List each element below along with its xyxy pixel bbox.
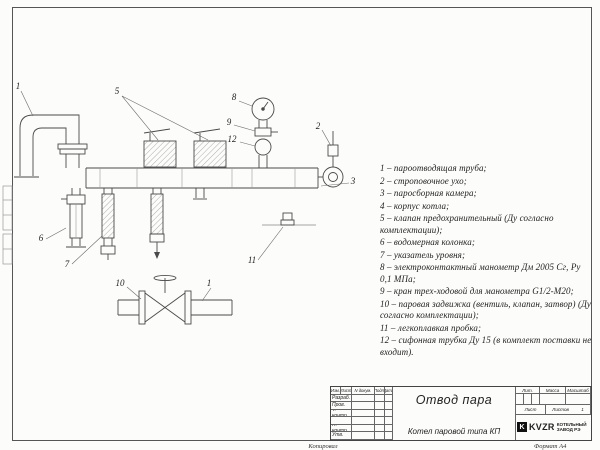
- column-header: N докум.: [352, 387, 375, 395]
- callout-label: 5: [114, 86, 120, 96]
- level-indicator: [100, 188, 116, 260]
- empty-cell: [375, 394, 385, 402]
- drawing-frame: [12, 7, 592, 441]
- sheet-label: Лист: [516, 405, 546, 415]
- empty-cell: [385, 402, 393, 410]
- sheets-cell: Листов 1: [546, 405, 591, 415]
- empty-cell: [352, 432, 375, 440]
- scale-cell: [566, 394, 591, 405]
- product-name: Котел паровой типа КП: [407, 426, 501, 436]
- mass-cell: [540, 394, 566, 405]
- legend-item: 4 – корпус котла;: [380, 200, 450, 211]
- role-label: Н. контр.: [331, 424, 352, 432]
- title-block-revision-table: Изм. Лист N докум. Подп. Дата Разраб. Пр…: [331, 387, 393, 440]
- legend-item: 12 – сифонная трубка Ду 15 (в комплект п…: [380, 335, 592, 357]
- kvzr-logo-text: KVZR: [529, 422, 555, 433]
- filing-stamps: [2, 185, 13, 265]
- callout-label: 10: [115, 278, 125, 288]
- empty-cell: [375, 417, 385, 425]
- lifting-eye: [318, 131, 344, 188]
- empty-cell: [352, 409, 375, 417]
- callout-label: 1: [15, 81, 21, 91]
- empty-cell: [385, 394, 393, 402]
- empty-cell: [375, 409, 385, 417]
- parts-legend: 1 – пароотводящая труба; 2 – строповочно…: [380, 163, 592, 359]
- title-area: Отвод пара Котел паровой типа КП: [393, 387, 516, 440]
- scale-label: Масштаб: [566, 387, 591, 394]
- empty-cell: [375, 432, 385, 440]
- empty-cell: [352, 417, 375, 425]
- capped-stub: [193, 188, 207, 200]
- legend-item: 1 – пароотводящая труба;: [380, 163, 487, 173]
- callout-label: 1: [206, 278, 212, 288]
- legend-item: 2 – строповочное ухо;: [380, 175, 467, 186]
- empty-cell: [385, 417, 393, 425]
- legend-item: 6 – водомерная колонка;: [380, 237, 475, 247]
- empty-cell: [385, 424, 393, 432]
- role-label: Разраб.: [331, 394, 352, 402]
- role-label: [331, 417, 352, 425]
- steam-outlet-pipe: [14, 114, 88, 178]
- drain-fitting: [149, 188, 165, 259]
- lit-cell: [516, 394, 524, 405]
- column-header: Изм.: [331, 387, 341, 395]
- empty-cell: [375, 402, 385, 410]
- callout-label: 12: [227, 134, 237, 144]
- gate-valve: [117, 274, 233, 325]
- column-header: Подп.: [375, 387, 385, 395]
- callout-label: 9: [226, 117, 232, 127]
- role-label: Утв.: [331, 432, 352, 440]
- empty-cell: [352, 402, 375, 410]
- company-cell: K KVZR КОТЕЛЬНЫЙ ЗАВОД РЭ: [516, 415, 591, 440]
- empty-cell: [385, 432, 393, 440]
- legend-item: 10 – паровая задвижка (вентиль, клапан, …: [380, 298, 591, 321]
- document-title: Отвод пара: [415, 393, 493, 407]
- lit-label: Лит.: [516, 387, 540, 394]
- lit-cell: [524, 394, 532, 405]
- legend-item: 8 – электроконтактный манометр Дм 2005 С…: [380, 262, 581, 284]
- role-label: Пров.: [331, 402, 352, 410]
- column-header: Дата: [385, 387, 393, 395]
- sheets-label: Листов: [552, 407, 569, 412]
- callout-label: 6: [38, 233, 44, 243]
- callout-label: 11: [247, 255, 257, 265]
- sheets-value: 1: [581, 407, 584, 412]
- legend-item: 11 – легкоплавкая пробка;: [380, 322, 482, 333]
- empty-cell: [375, 424, 385, 432]
- steam-collector-chamber: [85, 167, 319, 189]
- role-label: Т. контр.: [331, 409, 352, 417]
- mass-label: Масса: [540, 387, 566, 394]
- legend-item: 3 – паросборная камера;: [380, 188, 477, 198]
- lit-cell: [532, 394, 540, 405]
- callout-label: 3: [350, 176, 356, 186]
- water-gauge-column: [61, 188, 86, 248]
- legend-item: 5 – клапан предохранительный (Ду согласн…: [380, 213, 554, 235]
- copied-label: Копировал: [308, 442, 338, 450]
- title-block-right-section: Лит. Масса Масштаб Лист Листов 1 K KVZR …: [516, 387, 591, 440]
- empty-cell: [352, 394, 375, 402]
- callout-label: 8: [231, 92, 237, 102]
- empty-cell: [352, 424, 375, 432]
- safety-valves: [143, 128, 227, 168]
- callout-label: 2: [315, 121, 321, 131]
- leader-lines: [20, 90, 350, 302]
- callout-label: 7: [64, 259, 70, 269]
- fusible-plug: [262, 212, 316, 226]
- pressure-gauge-assembly: [251, 97, 278, 168]
- title-block: Изм. Лист N докум. Подп. Дата Разраб. Пр…: [330, 386, 592, 441]
- column-header: Лист: [341, 387, 352, 395]
- empty-cell: [385, 409, 393, 417]
- company-name: КОТЕЛЬНЫЙ ЗАВОД РЭ: [556, 421, 587, 433]
- legend-item: 9 – кран трех-ходовой для манометра G1/2…: [380, 286, 574, 296]
- legend-item: 7 – указатель уровня;: [380, 249, 466, 260]
- format-label: Формат А4: [534, 442, 567, 450]
- kvzr-logo-icon: K: [517, 422, 527, 433]
